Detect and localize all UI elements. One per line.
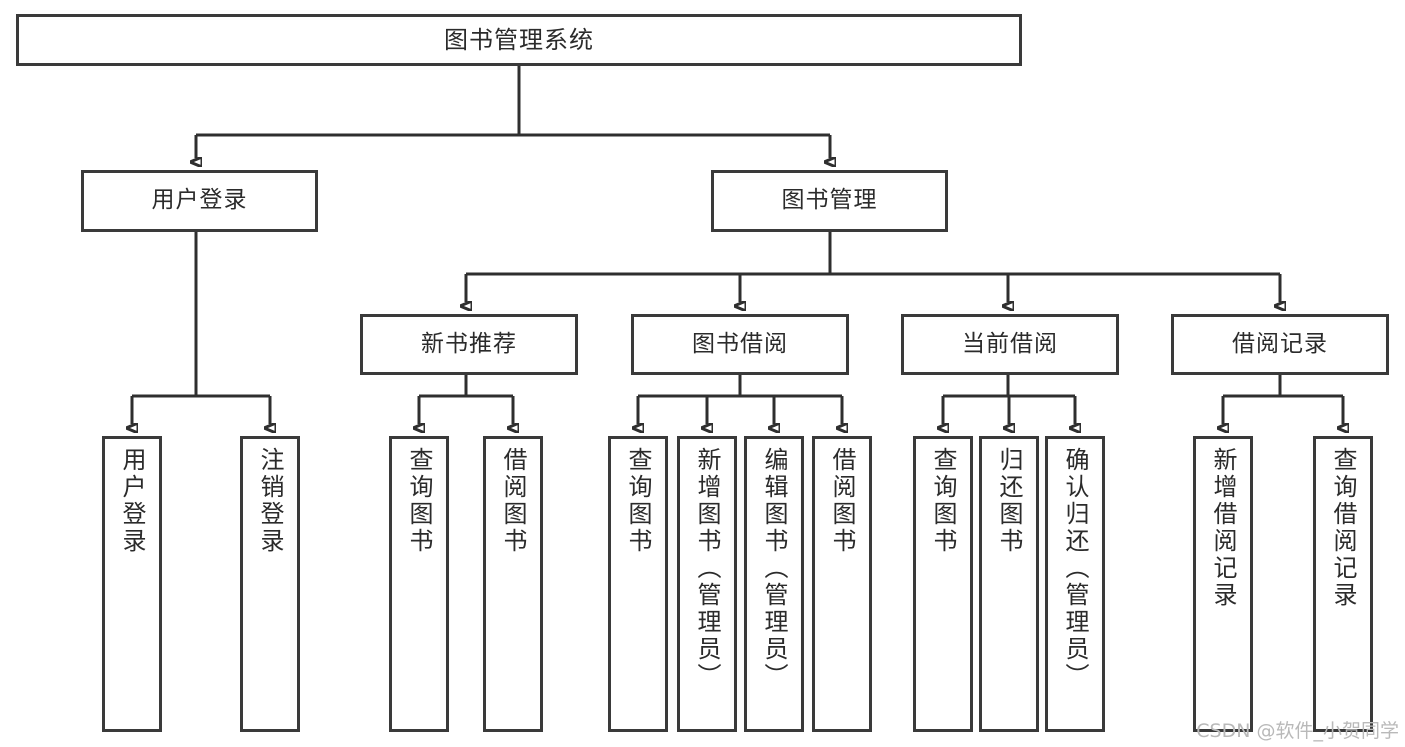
node-book-borrow[interactable]: 图书借阅 bbox=[631, 314, 849, 375]
node-label: 查询图书 bbox=[624, 447, 652, 555]
node-leaf-user-logout[interactable]: 注销登录 bbox=[240, 436, 300, 732]
node-label: 图书管理 bbox=[781, 187, 878, 214]
node-label: 当前借阅 bbox=[962, 330, 1058, 357]
node-system-root[interactable]: 图书管理系统 bbox=[16, 14, 1022, 66]
node-label: 新增借阅记录 bbox=[1209, 447, 1237, 609]
node-leaf-return-book[interactable]: 归还图书 bbox=[979, 436, 1039, 732]
node-label: 图书借阅 bbox=[692, 330, 788, 357]
node-label: 借阅记录 bbox=[1232, 330, 1328, 357]
node-label: 借阅图书 bbox=[499, 447, 527, 555]
node-leaf-query-borrow-record[interactable]: 查询借阅记录 bbox=[1313, 436, 1373, 732]
node-leaf-query-book-recommend[interactable]: 查询图书 bbox=[389, 436, 449, 732]
node-leaf-query-book-borrow[interactable]: 查询图书 bbox=[608, 436, 668, 732]
node-label: 查询借阅记录 bbox=[1329, 447, 1357, 609]
node-label: 新书推荐 bbox=[421, 330, 517, 357]
node-current-borrow[interactable]: 当前借阅 bbox=[901, 314, 1119, 375]
node-label: 归还图书 bbox=[995, 447, 1023, 555]
node-book-management[interactable]: 图书管理 bbox=[711, 170, 948, 232]
node-leaf-user-login[interactable]: 用户登录 bbox=[102, 436, 162, 732]
node-leaf-add-borrow-record[interactable]: 新增借阅记录 bbox=[1193, 436, 1253, 732]
node-label: 注销登录 bbox=[256, 447, 284, 555]
node-label: 用户登录 bbox=[118, 447, 146, 555]
node-leaf-query-book-current[interactable]: 查询图书 bbox=[913, 436, 973, 732]
node-label: 编辑图书（管理员） bbox=[760, 447, 788, 690]
node-label: 查询图书 bbox=[929, 447, 957, 555]
node-new-book-recommend[interactable]: 新书推荐 bbox=[360, 314, 578, 375]
node-user-login[interactable]: 用户登录 bbox=[81, 170, 318, 232]
node-label: 图书管理系统 bbox=[444, 25, 594, 54]
node-leaf-borrow-book-recommend[interactable]: 借阅图书 bbox=[483, 436, 543, 732]
node-label: 查询图书 bbox=[405, 447, 433, 555]
node-label: 确认归还（管理员） bbox=[1061, 447, 1089, 690]
node-label: 新增图书（管理员） bbox=[693, 447, 721, 690]
node-borrow-record[interactable]: 借阅记录 bbox=[1171, 314, 1389, 375]
node-leaf-borrow-book[interactable]: 借阅图书 bbox=[812, 436, 872, 732]
node-leaf-confirm-return-admin[interactable]: 确认归还（管理员） bbox=[1045, 436, 1105, 732]
node-leaf-add-book-admin[interactable]: 新增图书（管理员） bbox=[677, 436, 737, 732]
node-label: 用户登录 bbox=[151, 187, 248, 214]
node-label: 借阅图书 bbox=[828, 447, 856, 555]
node-leaf-edit-book-admin[interactable]: 编辑图书（管理员） bbox=[744, 436, 804, 732]
